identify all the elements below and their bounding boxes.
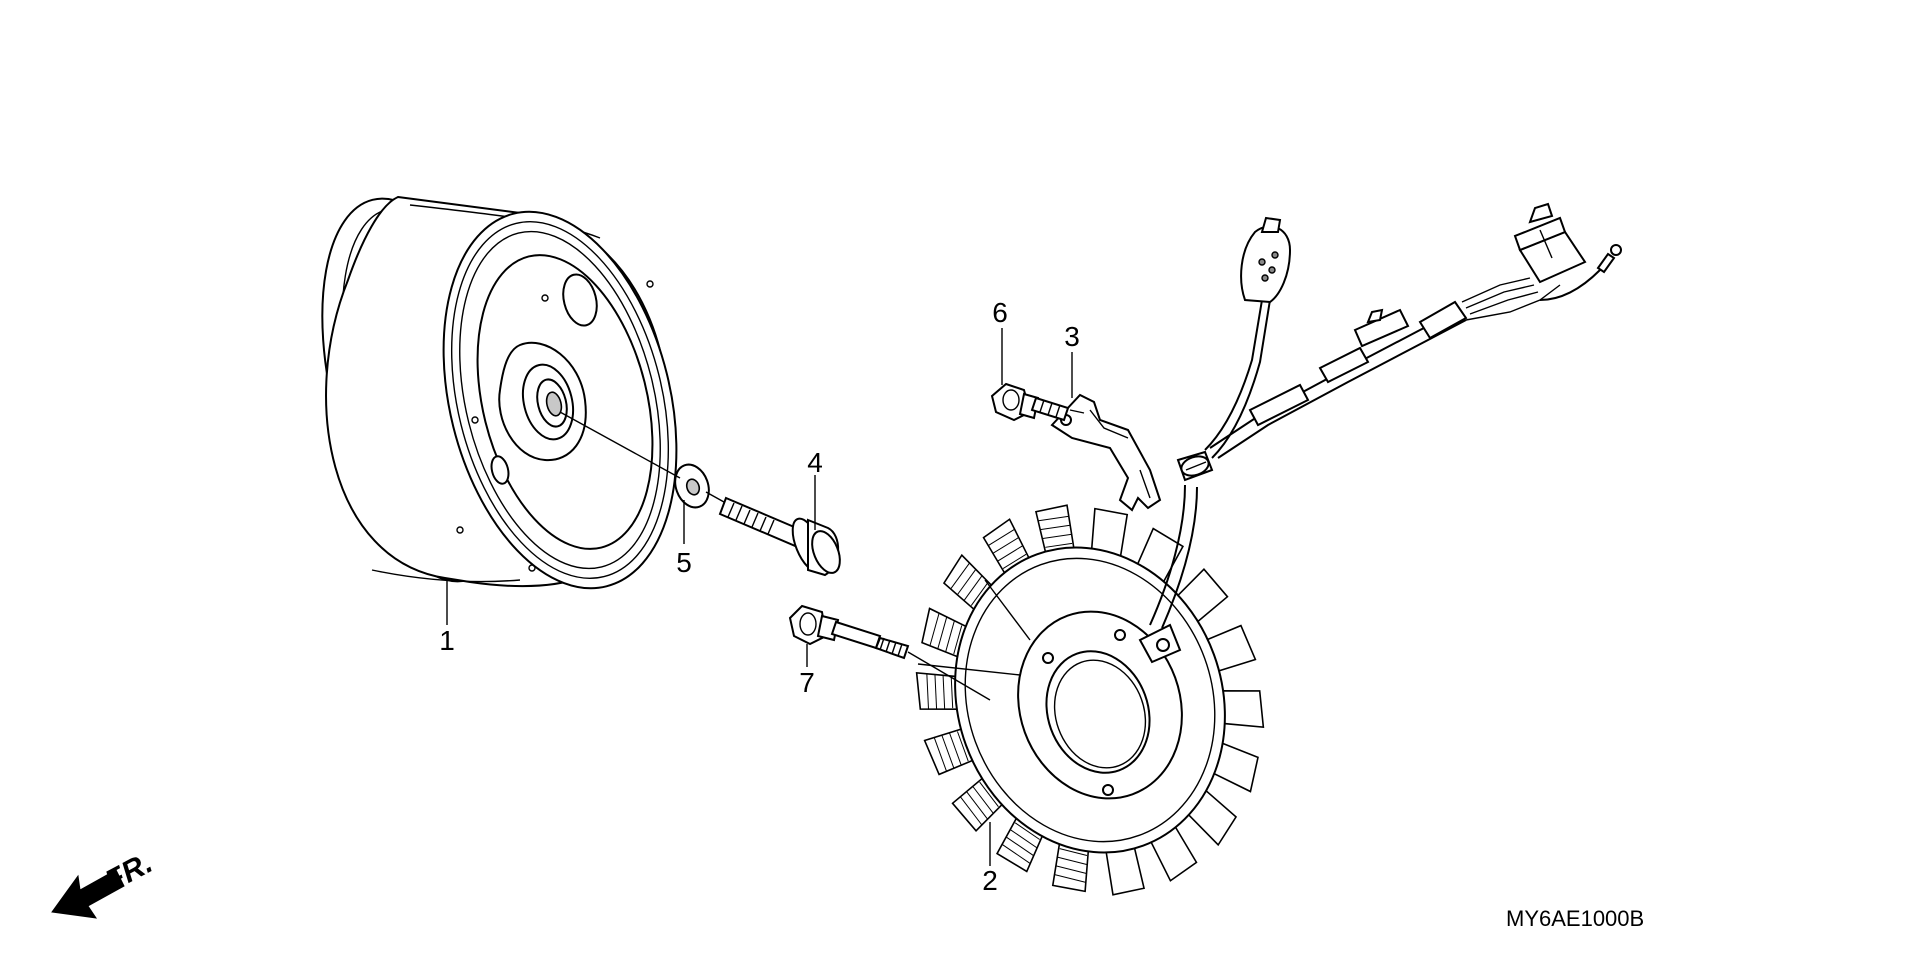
- coil-winding-mark: [979, 781, 999, 808]
- coil-winding-mark: [953, 625, 963, 655]
- callout-7: 7: [799, 667, 815, 698]
- coil-winding-mark: [1037, 515, 1070, 522]
- coil-winding-mark: [1054, 874, 1087, 883]
- callout-4: 4: [807, 447, 823, 478]
- coil-winding-mark: [942, 675, 946, 709]
- assembly-guide-lines: [559, 409, 1085, 701]
- clamp-flange-bolt: [990, 382, 1070, 422]
- coil-winding-mark: [950, 677, 954, 709]
- leader-lines: [446, 328, 1073, 866]
- coil-winding-mark: [949, 733, 962, 765]
- coil-winding-mark: [1057, 856, 1087, 865]
- rotor-flange-bolt: [718, 496, 841, 577]
- coil-winding-mark: [941, 735, 955, 769]
- callout-2: 2: [982, 865, 998, 896]
- wire-clamp-bracket: [1050, 393, 1162, 512]
- coil-winding-mark: [933, 736, 948, 772]
- callout-3: 3: [1064, 321, 1080, 352]
- coil-winding-mark: [959, 796, 983, 826]
- washer: [674, 463, 710, 509]
- coil-winding-mark: [1055, 865, 1087, 874]
- coil-winding-mark: [934, 674, 938, 710]
- coil-winding-mark: [956, 569, 977, 596]
- coil-winding-mark: [972, 786, 994, 814]
- coil-winding-mark: [970, 582, 989, 606]
- callout-labels: 1 2 3 4 5 6 7: [439, 297, 1080, 896]
- callout-1: 1: [439, 625, 455, 656]
- coil-winding-mark: [1040, 524, 1071, 531]
- coil-winding-mark: [963, 575, 983, 601]
- coil-winding-mark: [1001, 843, 1031, 865]
- coil-winding-mark: [926, 673, 930, 710]
- coil-winding-mark: [929, 612, 940, 647]
- coil-winding-mark: [966, 791, 988, 820]
- coil-winding-mark: [937, 616, 948, 649]
- front-arrow-icon: [51, 869, 125, 919]
- callout-5: 5: [676, 547, 692, 578]
- coil-winding-mark: [997, 545, 1023, 562]
- stator-wiring-harness: [1149, 202, 1622, 629]
- coil-winding-mark: [1045, 542, 1073, 548]
- diagram-code: MY6AE1000B: [1506, 906, 1644, 931]
- coil-winding-mark: [987, 528, 1016, 547]
- callout-6: 6: [992, 297, 1008, 328]
- coil-winding-mark: [992, 537, 1019, 554]
- coil-winding-mark: [1002, 553, 1027, 569]
- flywheel-rotor: [321, 195, 678, 590]
- coil-winding-mark: [950, 562, 971, 590]
- coil-winding-mark: [1059, 848, 1088, 856]
- coil-winding-mark: [1006, 836, 1034, 857]
- coil-winding-mark: [1010, 829, 1037, 849]
- coil-winding-mark: [1042, 533, 1072, 539]
- stator-coil: [915, 504, 1265, 896]
- front-direction-indicator: FR.: [51, 846, 158, 919]
- coil-winding-mark: [945, 621, 955, 652]
- coil-winding-mark: [1014, 822, 1040, 840]
- stator-flange-bolt: [788, 604, 910, 660]
- coil-winding-mark: [956, 731, 969, 762]
